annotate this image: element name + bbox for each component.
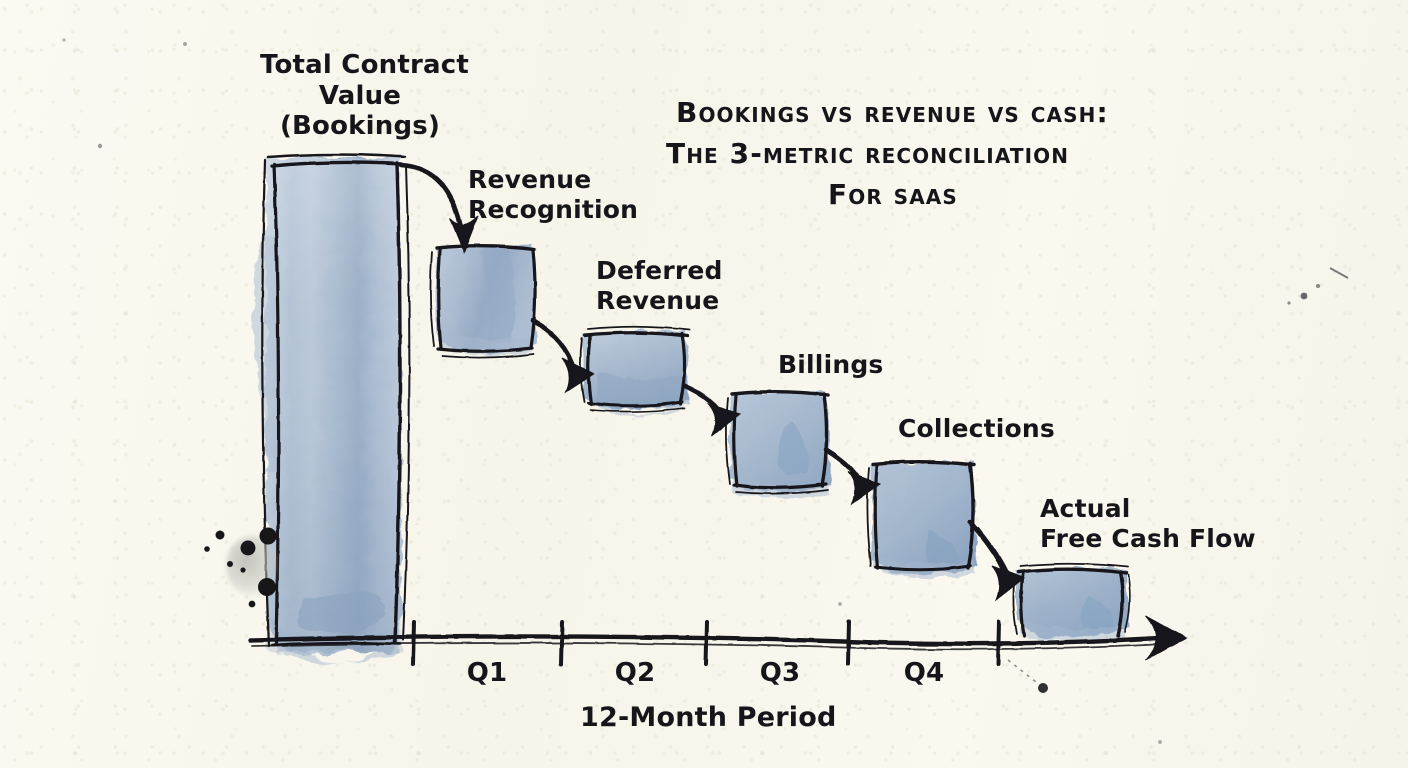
chart-title-line-3: For SAAs [828,178,958,211]
bar-total-contract-value [253,153,411,662]
axis-caption: 12-Month Period [580,702,837,733]
chart-title-line-1: Bookings vs Revenue vs Cash: [676,96,1109,129]
label-deferred-revenue: Deferred Revenue [596,256,723,315]
chart-title-line-2: The 3-Metric Reconciliation [666,137,1070,170]
arrow-revenue-to-deferred [530,317,596,394]
bar-collections [866,460,977,579]
axis-tick-label-q2: Q2 [614,658,656,688]
bar-billings [725,390,831,499]
axis-arrowhead [1145,615,1188,661]
label-billings: Billings [778,350,884,379]
label-total-contract-value: Total Contract Value (Bookings) [260,50,469,142]
arrow-deferred-to-billings [681,383,742,437]
label-revenue-recognition: Revenue Recognition [468,165,639,224]
arrow-collections-to-fcf [967,519,1026,602]
axis-tick-label-q4: Q4 [903,658,945,688]
x-axis [247,615,1188,666]
flow-arrows [398,162,1026,602]
bar-actual-free-cash-flow [1012,562,1131,643]
bar-deferred-revenue [579,325,691,417]
bar-revenue-recognition [429,244,537,359]
axis-tick-label-q1: Q1 [466,658,508,688]
label-actual-free-cash-flow: Actual Free Cash Flow [1040,494,1256,553]
arrow-billings-to-collections [823,447,882,506]
axis-ticks [411,620,1001,666]
ink-splatter-decoration [62,38,1349,744]
label-collections: Collections [898,414,1056,443]
arrow-bookings-to-revenue [398,162,479,254]
axis-tick-label-q3: Q3 [759,658,801,688]
